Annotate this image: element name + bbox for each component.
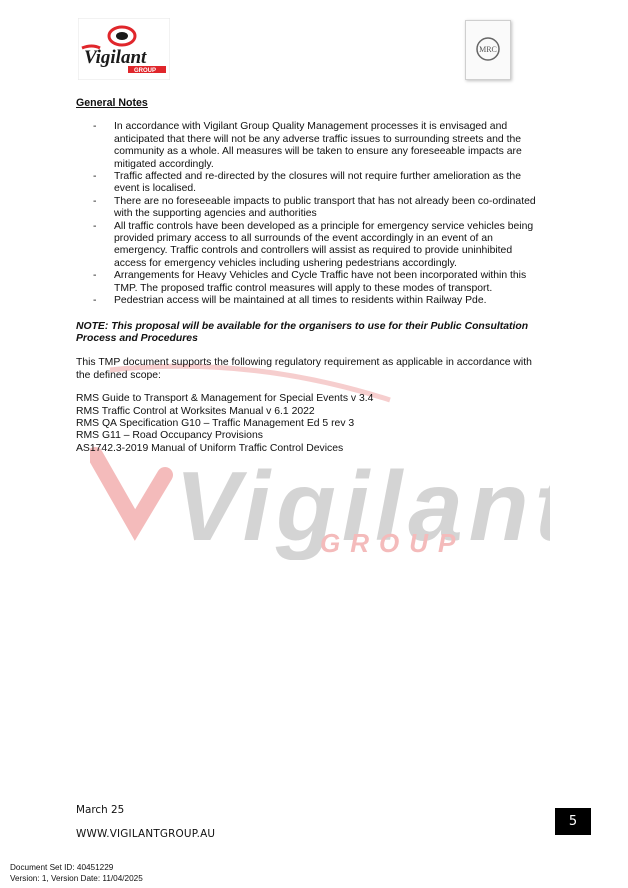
page-number: 5	[555, 808, 591, 835]
mrc-logo: MRC	[465, 20, 511, 80]
note-item: - Pedestrian access will be maintained at…	[76, 295, 546, 307]
vigilant-logo: Vigilant GROUP	[77, 17, 171, 81]
requirement-item: RMS Guide to Transport & Management for …	[76, 393, 374, 405]
requirement-item: RMS Traffic Control at Worksites Manual …	[76, 405, 315, 417]
requirement-item: AS1742.3-2019 Manual of Uniform Traffic …	[76, 442, 344, 454]
logo-text: Vigilant	[84, 47, 147, 68]
note-item-text: There are no foreseeable impacts to publ…	[114, 195, 536, 220]
note-item-text: Arrangements for Heavy Vehicles and Cycl…	[114, 270, 527, 294]
scope-paragraph: This TMP document supports the following…	[76, 357, 532, 381]
note-item-text: Traffic affected and re-directed by the …	[114, 171, 521, 195]
watermark-text: Vigilant	[175, 451, 550, 560]
requirement-item: RMS G11 – Road Occupancy Provisions	[76, 430, 263, 442]
note-item: - There are no foreseeable impacts to pub…	[76, 196, 546, 221]
vigilant-watermark: Vigilant GROUP	[87, 360, 567, 561]
note-item-text: All traffic controls have been developed…	[114, 220, 534, 269]
consultation-note: NOTE: This proposal will be available fo…	[76, 320, 529, 344]
logo-subtext: GROUP	[134, 68, 156, 74]
bullet-dash: -	[93, 270, 97, 282]
note-item: - Traffic affected and re-directed by the…	[76, 171, 546, 196]
general-notes-heading: General Notes	[76, 97, 148, 109]
bullet-dash: -	[93, 220, 97, 232]
bullet-dash: -	[93, 121, 97, 133]
document-set-info: Document Set ID: 40451229 Version: 1, Ve…	[10, 862, 143, 884]
requirement-item: RMS QA Specification G10 – Traffic Manag…	[76, 417, 355, 429]
note-item-text: Pedestrian access will be maintained at …	[114, 295, 487, 307]
document-body: General Notes - In accordance with Vigila…	[76, 97, 546, 455]
bullet-dash: -	[93, 295, 97, 307]
note-item: - In accordance with Vigilant Group Quali…	[76, 121, 546, 171]
doc-set-id: Document Set ID: 40451229	[10, 863, 114, 872]
note-item: - Arrangements for Heavy Vehicles and Cyc…	[76, 270, 546, 295]
footer-url: WWW.VIGILANTGROUP.AU	[76, 828, 216, 840]
doc-version: Version: 1, Version Date: 11/04/2025	[10, 874, 143, 883]
note-item-text: In accordance with Vigilant Group Qualit…	[114, 121, 522, 170]
requirements-list: RMS Guide to Transport & Management for …	[76, 393, 546, 455]
bullet-dash: -	[93, 195, 97, 207]
watermark-subtext: GROUP	[320, 528, 465, 558]
bullet-dash: -	[93, 171, 97, 183]
general-notes-list: - In accordance with Vigilant Group Quali…	[76, 121, 546, 307]
note-item: - All traffic controls have been develope…	[76, 221, 546, 271]
footer-date: March 25	[76, 804, 125, 816]
mrc-logo-text: MRC	[479, 45, 497, 54]
